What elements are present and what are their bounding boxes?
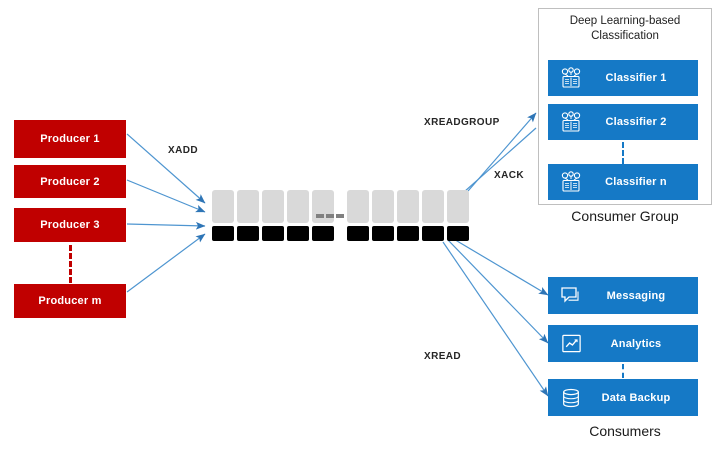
- database-icon: [554, 379, 588, 416]
- consumer-group-title-line1: Deep Learning-based: [569, 15, 681, 27]
- consumer-group-title-line2: Classification: [591, 30, 659, 42]
- stream-cell-top-8: [397, 190, 419, 223]
- stream-cell-bottom-7: [372, 226, 394, 241]
- stream-cell-bottom-10: [447, 226, 469, 241]
- stream-gap-dashes: [316, 214, 344, 218]
- stream-cell-bottom-1: [212, 226, 234, 241]
- stream-cell-top-1: [212, 190, 234, 223]
- stream-cell-top-6: [347, 190, 369, 223]
- classifier-box-n[interactable]: Classifier n: [548, 164, 698, 200]
- arrow-stream-to-analytics: [447, 239, 549, 344]
- consumer-group-title: Deep Learning-based Classification: [545, 14, 705, 44]
- classifier-continuation-dashes: [622, 142, 624, 164]
- stream-cell-bottom-4: [287, 226, 309, 241]
- consumers-caption: Consumers: [589, 423, 661, 439]
- consumer-group-caption: Consumer Group: [571, 208, 679, 224]
- stream-cell-bottom-8: [397, 226, 419, 241]
- classifier-box-2[interactable]: Classifier 2: [548, 104, 698, 140]
- stream-cell-bottom-2: [237, 226, 259, 241]
- stream-cell-bottom-3: [262, 226, 284, 241]
- ml-gears-book-icon: [554, 60, 588, 96]
- stream-cell-bottom-5: [312, 226, 334, 241]
- stream-cell-bottom-6: [347, 226, 369, 241]
- stream-cell-top-5: [312, 190, 334, 223]
- producer-label: Producer 1: [40, 133, 100, 145]
- consumer-box-data-backup[interactable]: Data Backup: [548, 379, 698, 416]
- stream-cell-top-9: [422, 190, 444, 223]
- producer-box-2[interactable]: Producer 2: [14, 165, 126, 198]
- ml-gears-book-icon: [554, 104, 588, 140]
- producer-box-1[interactable]: Producer 1: [14, 120, 126, 158]
- arrow-producerm-to-stream: [126, 233, 206, 293]
- arrow-classifiers-to-stream: [454, 127, 537, 201]
- producer-label: Producer 2: [40, 175, 100, 188]
- producer-label: Producer 3: [40, 219, 100, 231]
- stream-cell-top-7: [372, 190, 394, 223]
- consumer-continuation-dashes: [622, 364, 624, 378]
- consumer-label: Messaging: [606, 289, 666, 302]
- command-label-xack: XACK: [494, 170, 524, 181]
- producer-box-3[interactable]: Producer 3: [14, 208, 126, 242]
- classifier-label: Classifier 2: [605, 116, 667, 128]
- stream-cell-top-10: [447, 190, 469, 223]
- classifier-box-1[interactable]: Classifier 1: [548, 60, 698, 96]
- stream-cell-top-3: [262, 190, 284, 223]
- command-label-xadd: XADD: [168, 145, 198, 156]
- producer-label: Producer m: [38, 295, 102, 307]
- producer-continuation-dashes: [69, 245, 72, 283]
- stream-cell-top-4: [287, 190, 309, 223]
- stream-cell-bottom-9: [422, 226, 444, 241]
- consumer-label: Analytics: [610, 337, 662, 350]
- classifier-label: Classifier n: [605, 176, 667, 188]
- arrow-stream-to-messaging: [451, 237, 549, 296]
- arrow-producer2-to-stream: [126, 179, 206, 213]
- ml-gears-book-icon: [554, 164, 588, 200]
- consumer-label: Data Backup: [601, 391, 671, 404]
- command-label-xread: XREAD: [424, 351, 462, 362]
- classifier-label: Classifier 1: [605, 72, 667, 84]
- command-label-xreadgroup: XREADGROUP: [424, 117, 500, 128]
- arrow-stream-to-databackup: [442, 241, 549, 397]
- line-chart-icon: [554, 325, 588, 362]
- chat-bubbles-icon: [554, 277, 588, 314]
- arrow-producer3-to-stream: [126, 221, 206, 230]
- stream-cell-top-2: [237, 190, 259, 223]
- producer-box-m[interactable]: Producer m: [14, 284, 126, 318]
- consumer-box-analytics[interactable]: Analytics: [548, 325, 698, 362]
- consumer-box-messaging[interactable]: Messaging: [548, 277, 698, 314]
